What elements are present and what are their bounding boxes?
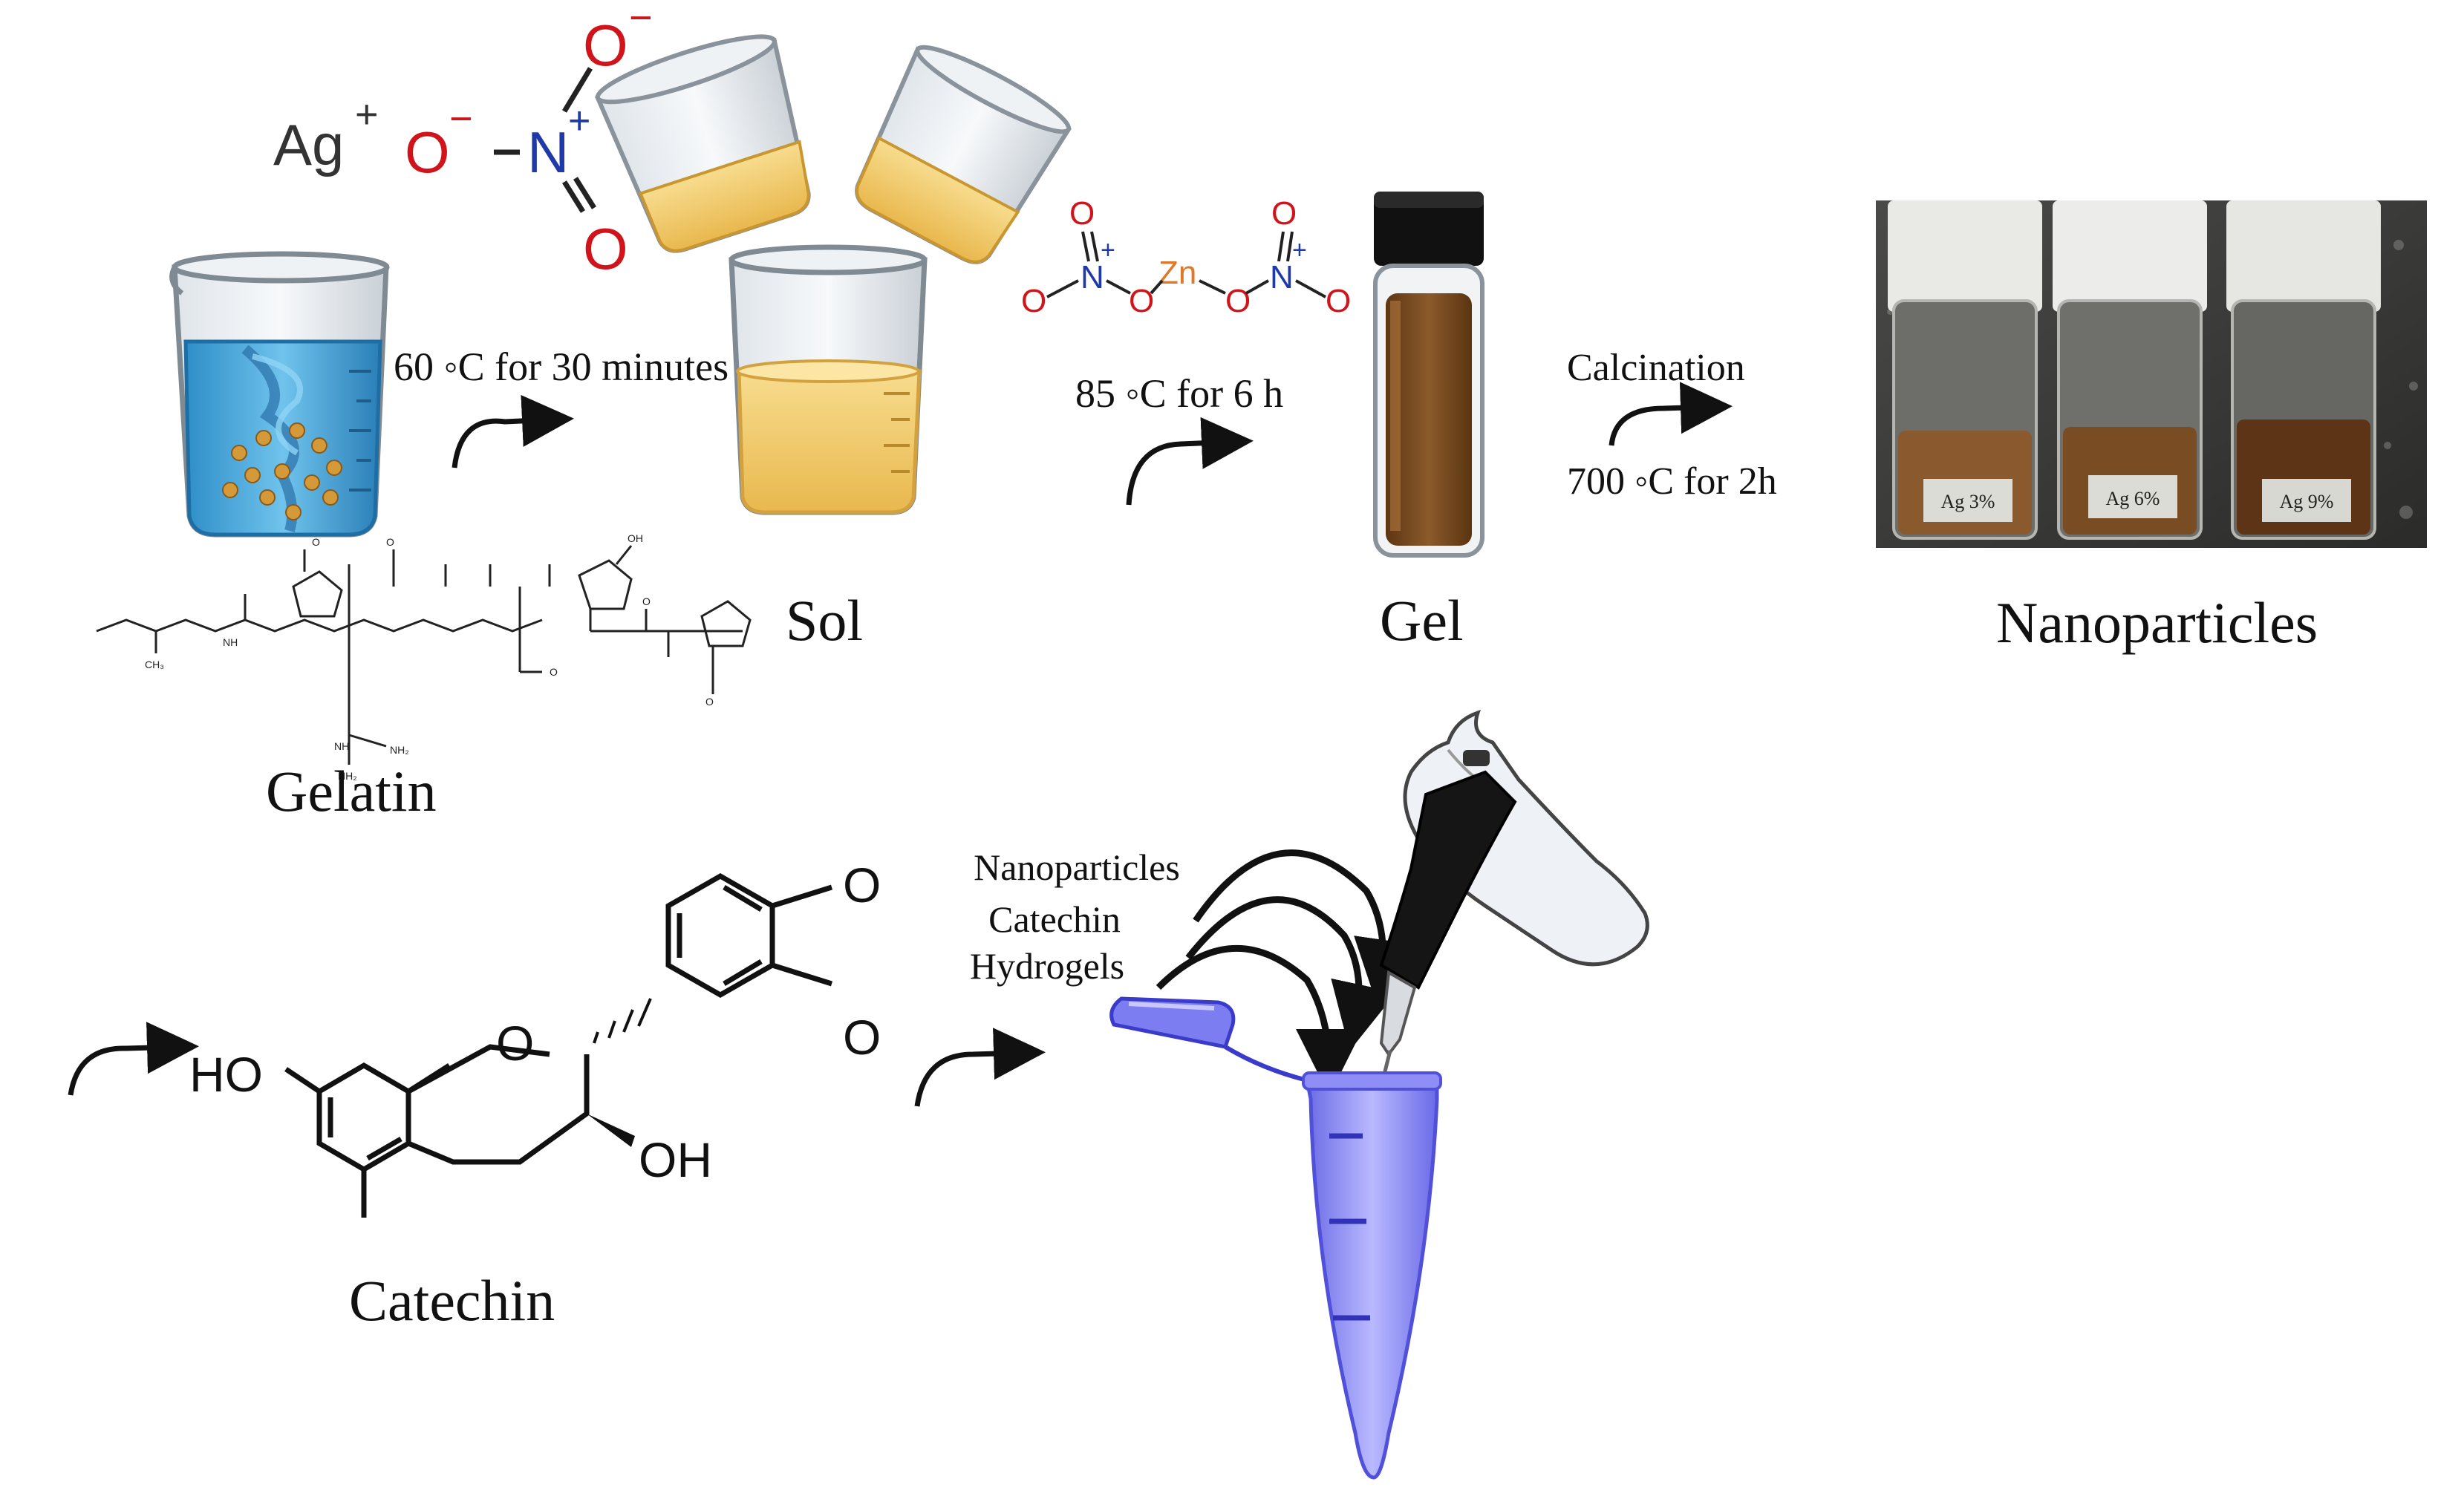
svg-text:NH: NH <box>223 636 238 648</box>
photo-vial-2 <box>2053 200 2207 540</box>
arrow-to-mixing <box>914 1028 1046 1107</box>
arrow-to-catechin <box>68 1022 199 1096</box>
mix-label-nanoparticles: Nanoparticles <box>974 846 1180 888</box>
catechin-wedge <box>587 1114 635 1147</box>
zn-nitrate-n2-charge: + <box>1292 236 1307 264</box>
gelatin-structure-atoms: CH₃ NH O O NH NH₂ NH₂ O OH O O <box>145 532 714 782</box>
silver-ion-label: Ag <box>273 112 344 177</box>
zn-nitrate-n2: N <box>1270 259 1294 295</box>
sol-beaker <box>729 244 928 515</box>
sol-beaker-scale <box>884 392 910 473</box>
silver-nitrate-formula: Ag + O − N + O − O <box>273 0 653 281</box>
arrow-gelatin-to-sol <box>452 394 574 468</box>
bond-n-o-bottom-2 <box>573 177 596 209</box>
photo-vial-1 <box>1888 200 2042 540</box>
gelatin-particles <box>222 422 342 520</box>
mix-label-hydrogels: Hydrogels <box>970 945 1124 987</box>
zinc-nitrate-formula: O N + O O Zn O N + O O <box>1021 195 1351 319</box>
vial-label-ag3: Ag 3% <box>1941 491 1995 512</box>
sol-label: Sol <box>786 588 863 653</box>
svg-text:OH: OH <box>628 532 643 544</box>
nitrate-nitrogen: N <box>527 120 569 185</box>
catechin-oh-label: OH <box>639 1132 712 1187</box>
svg-text:O: O <box>550 666 558 678</box>
gel-vial-cap <box>1374 192 1484 266</box>
gelatin-beaker-scale <box>349 370 371 492</box>
pouring-beaker-left <box>594 34 811 253</box>
svg-text:CH₃: CH₃ <box>145 659 164 670</box>
photo-vial-3 <box>2226 200 2381 540</box>
svg-text:O: O <box>705 696 714 708</box>
zn-nitrate-n1-charge: + <box>1101 236 1115 264</box>
catechin-oxygen-top: O <box>843 858 881 912</box>
svg-text:O: O <box>386 536 394 548</box>
zn-nitrate-o3: O <box>1129 283 1154 319</box>
gel-content <box>1386 293 1472 546</box>
gel-label: Gel <box>1380 588 1464 653</box>
zn-nitrate-o1: O <box>1069 195 1095 232</box>
arrow-gel-to-nanoparticles <box>1609 382 1733 446</box>
gelatin-structure <box>96 545 752 765</box>
svg-text:NH₂: NH₂ <box>390 744 409 756</box>
condition-85c: 85 ◦C for 6 h <box>1075 371 1283 416</box>
vial-label-ag6: Ag 6% <box>2106 488 2160 509</box>
nitrate-oxygen-left: O <box>405 120 450 185</box>
svg-text:O: O <box>642 595 651 607</box>
bond-n-o-top <box>562 67 593 113</box>
gloved-hand-pipette <box>1379 710 1649 1081</box>
zn-nitrate-o6: O <box>1326 283 1351 319</box>
mix-label-catechin: Catechin <box>988 898 1121 940</box>
nitrate-oxygen-top-charge: − <box>629 0 653 40</box>
zn-nitrate-o4: O <box>1225 283 1251 319</box>
condition-60c: 60 ◦C for 30 minutes <box>394 345 729 389</box>
vial-label-ag9: Ag 9% <box>2280 491 2334 512</box>
svg-text:O: O <box>312 536 320 548</box>
process-arrows <box>68 382 1733 1107</box>
catechin-hash-bond <box>593 998 652 1044</box>
catechin-ho-label: HO <box>189 1047 263 1102</box>
pouring-beaker-right <box>855 45 1072 264</box>
svg-text:NH₂: NH₂ <box>338 770 357 782</box>
zinc-atom: Zn <box>1158 255 1196 291</box>
gel-vial <box>1373 192 1484 558</box>
tube-cap <box>1109 996 1236 1049</box>
catechin-ring-oxygen: O <box>496 1016 534 1071</box>
catechin-label: Catechin <box>349 1268 555 1333</box>
nitrate-oxygen-left-charge: − <box>449 97 473 141</box>
catechin-oxygen-bottom: O <box>843 1010 881 1065</box>
calcination-label: Calcination <box>1567 347 1745 389</box>
mixing-arrows <box>1156 849 1421 1096</box>
nanoparticles-label: Nanoparticles <box>1996 590 2318 655</box>
nitrate-oxygen-top: O <box>583 13 628 78</box>
zn-nitrate-o5: O <box>1271 195 1297 232</box>
arrow-sol-to-gel <box>1126 417 1254 506</box>
gelatin-label: Gelatin <box>266 759 437 823</box>
catechin-structure <box>284 872 833 1218</box>
condition-700c: 700 ◦C for 2h <box>1567 460 1777 503</box>
microcentrifuge-tube <box>1109 996 1442 1480</box>
zn-nitrate-o2: O <box>1021 283 1046 319</box>
zn-nitrate-n1: N <box>1081 259 1104 295</box>
svg-text:NH: NH <box>334 740 349 752</box>
bond-n-o-bottom-1 <box>562 180 585 213</box>
zn-nitrate-bonds <box>1046 231 1326 298</box>
nitrate-oxygen-bottom: O <box>583 216 628 281</box>
gelatin-beaker <box>169 251 390 538</box>
tube-graduations <box>1329 1133 1370 1321</box>
silver-charge: + <box>355 92 379 137</box>
nitrate-nitrogen-charge: + <box>568 99 590 143</box>
nanoparticles-photo: Ag 3% Ag 6% Ag 9% <box>1876 200 2427 548</box>
